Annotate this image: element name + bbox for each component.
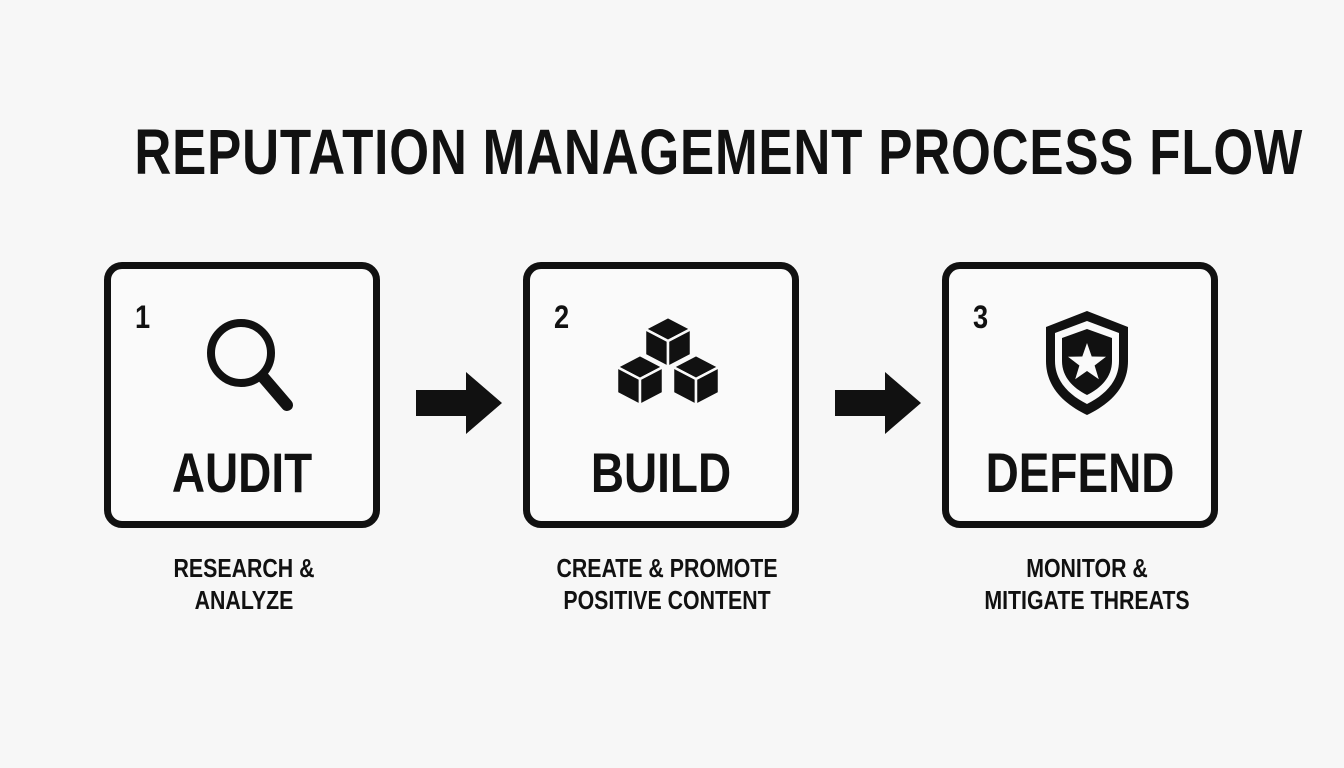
diagram-title: REPUTATION MANAGEMENT PROCESS FLOW — [134, 116, 1304, 188]
step-description-line: CREATE & PROMOTE — [556, 553, 778, 583]
step-box-defend: 3 DEFEND — [942, 262, 1218, 528]
step-label: BUILD — [590, 441, 732, 504]
step-label: AUDIT — [171, 441, 313, 504]
shield-star-icon — [1046, 311, 1128, 415]
step-description-build: CREATE & PROMOTE POSITIVE CONTENT — [529, 552, 805, 616]
step-box-build: 2 BUILD — [523, 262, 799, 528]
arrow-right-icon — [835, 372, 921, 434]
step-description-line: ANALYZE — [194, 585, 294, 615]
step-description-line: MONITOR & — [1026, 553, 1148, 583]
step-number: 3 — [973, 299, 989, 335]
stacked-cubes-icon — [615, 315, 721, 407]
step-description-line: RESEARCH & — [173, 553, 315, 583]
step-box-audit: 1 AUDIT — [104, 262, 380, 528]
step-description-line: POSITIVE CONTENT — [563, 585, 771, 615]
step-label: DEFEND — [985, 441, 1175, 504]
step-description-defend: MONITOR & MITIGATE THREATS — [949, 552, 1225, 616]
magnifying-glass-icon — [207, 319, 293, 411]
step-number: 2 — [554, 299, 570, 335]
step-number: 1 — [135, 299, 151, 335]
arrow-right-icon — [416, 372, 502, 434]
step-description-line: MITIGATE THREATS — [984, 585, 1190, 615]
step-description-audit: RESEARCH & ANALYZE — [106, 552, 382, 616]
